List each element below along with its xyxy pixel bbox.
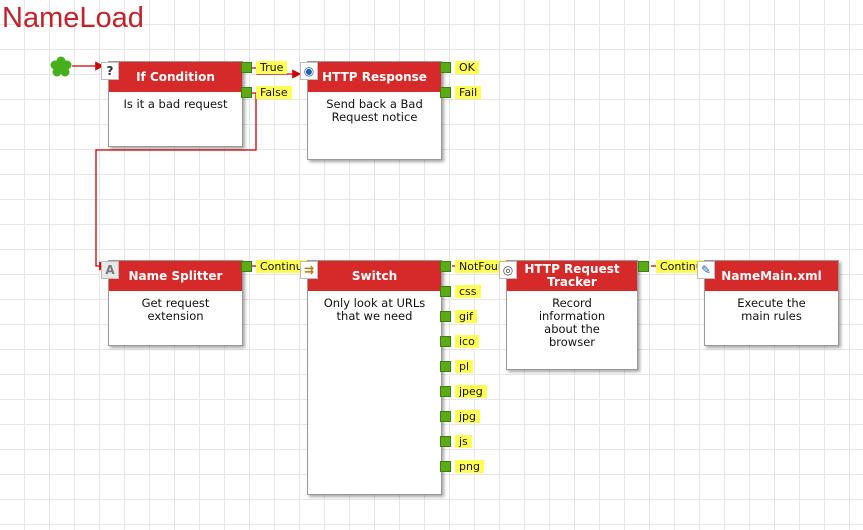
port-tracker-continue[interactable] xyxy=(638,261,649,272)
port-label-pl: pl xyxy=(455,360,474,373)
port-fail[interactable] xyxy=(440,87,451,98)
port-label-fail: Fail xyxy=(455,86,482,99)
node-http-request-tracker-title: HTTP Request Tracker xyxy=(507,261,637,291)
globe-icon: ◉ xyxy=(300,62,318,80)
node-switch-title: Switch xyxy=(308,261,441,291)
port-ok[interactable] xyxy=(440,62,451,73)
port-splitter-continue[interactable] xyxy=(241,261,252,272)
port-label-ico: ico xyxy=(455,335,479,348)
node-http-request-tracker-desc: Record information about the browser xyxy=(538,296,606,349)
node-if-condition-desc: Is it a bad request xyxy=(123,97,228,111)
port-label-png: png xyxy=(455,460,484,473)
port-jpeg[interactable] xyxy=(440,386,451,397)
wire-false-to-splitter xyxy=(95,92,257,271)
port-label-splitter-continue: Continue xyxy=(256,260,314,273)
start-node xyxy=(50,56,72,78)
question-icon: ? xyxy=(101,62,119,80)
node-if-condition[interactable]: If Condition Is it a bad request xyxy=(108,61,243,147)
node-switch[interactable]: Switch Only look at URLs that we need xyxy=(307,260,442,495)
port-pl[interactable] xyxy=(440,361,451,372)
port-label-js: js xyxy=(455,435,472,448)
node-http-response[interactable]: HTTP Response Send back a Bad Request no… xyxy=(307,61,442,160)
port-css[interactable] xyxy=(440,286,451,297)
node-http-response-desc: Send back a Bad Request notice xyxy=(326,97,423,124)
node-http-request-tracker[interactable]: HTTP Request Tracker Record information … xyxy=(506,260,638,370)
node-name-splitter-title: Name Splitter xyxy=(109,261,242,291)
port-label-css: css xyxy=(455,285,481,298)
node-name-splitter-desc: Get request extension xyxy=(141,296,210,323)
port-js[interactable] xyxy=(440,436,451,447)
xml-file-icon: ✎ xyxy=(697,261,715,279)
port-jpg[interactable] xyxy=(440,411,451,422)
node-namemain-title: NameMain.xml xyxy=(705,261,838,291)
port-png[interactable] xyxy=(440,461,451,472)
port-label-true: True xyxy=(256,61,288,74)
tracker-icon: ◎ xyxy=(499,261,517,279)
port-ico[interactable] xyxy=(440,336,451,347)
port-true[interactable] xyxy=(241,62,252,73)
node-name-splitter[interactable]: Name Splitter Get request extension xyxy=(108,260,243,346)
port-label-jpg: jpg xyxy=(455,410,481,423)
switch-icon: ⇉ xyxy=(300,261,318,279)
node-if-condition-title: If Condition xyxy=(109,62,242,92)
page-title: NameLoad xyxy=(2,2,144,34)
node-http-response-title: HTTP Response xyxy=(308,62,441,92)
port-label-false: False xyxy=(256,86,292,99)
port-label-ok: OK xyxy=(455,61,479,74)
node-namemain[interactable]: NameMain.xml Execute the main rules xyxy=(704,260,839,346)
port-notfound[interactable] xyxy=(440,261,451,272)
port-false[interactable] xyxy=(241,87,252,98)
splitter-icon: A xyxy=(101,261,119,279)
port-label-jpeg: jpeg xyxy=(455,385,487,398)
node-namemain-desc: Execute the main rules xyxy=(737,296,806,323)
port-label-gif: gif xyxy=(455,310,477,323)
node-switch-desc: Only look at URLs that we need xyxy=(323,296,426,323)
port-gif[interactable] xyxy=(440,311,451,322)
